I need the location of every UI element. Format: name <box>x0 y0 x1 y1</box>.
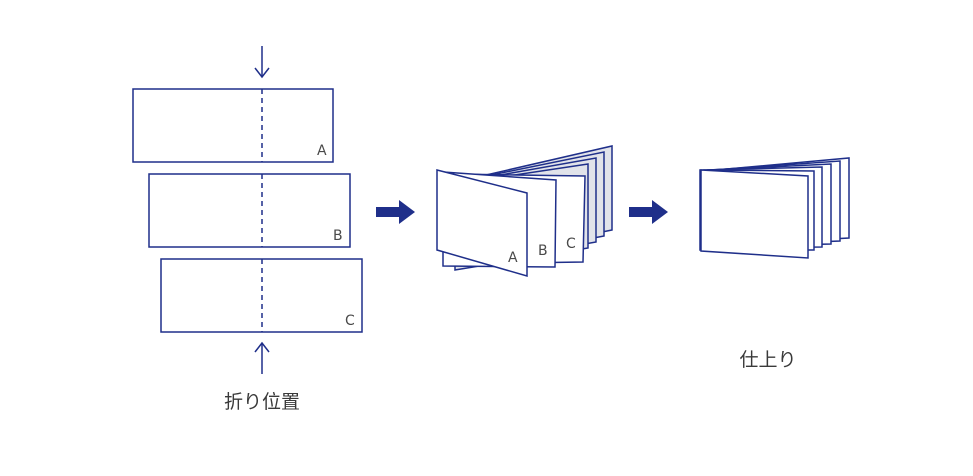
fold-arrow-bottom-icon <box>254 341 270 374</box>
sheet-c-label: C <box>345 313 355 329</box>
fold-arrow-top-icon <box>254 46 270 79</box>
flat-sheet-b: B <box>148 173 351 248</box>
fold-position-caption: 折り位置 <box>224 391 300 413</box>
booklet-label-c: C <box>566 236 576 252</box>
sheet-b-label: B <box>333 228 343 244</box>
right-arrow-icon <box>629 200 668 224</box>
right-arrow-icon <box>376 200 415 224</box>
finished-booklet: 仕上り <box>699 157 850 371</box>
flat-sheets-group: A B C 折り位置 <box>132 46 363 413</box>
flat-sheet-c: C <box>160 258 363 333</box>
nested-booklet: A B C <box>436 145 613 277</box>
sheet-a-label: A <box>317 143 327 159</box>
finished-caption: 仕上り <box>739 349 796 371</box>
booklet-label-a: A <box>508 250 518 266</box>
flat-sheet-a: A <box>132 88 334 163</box>
booklet-label-b: B <box>538 243 548 259</box>
